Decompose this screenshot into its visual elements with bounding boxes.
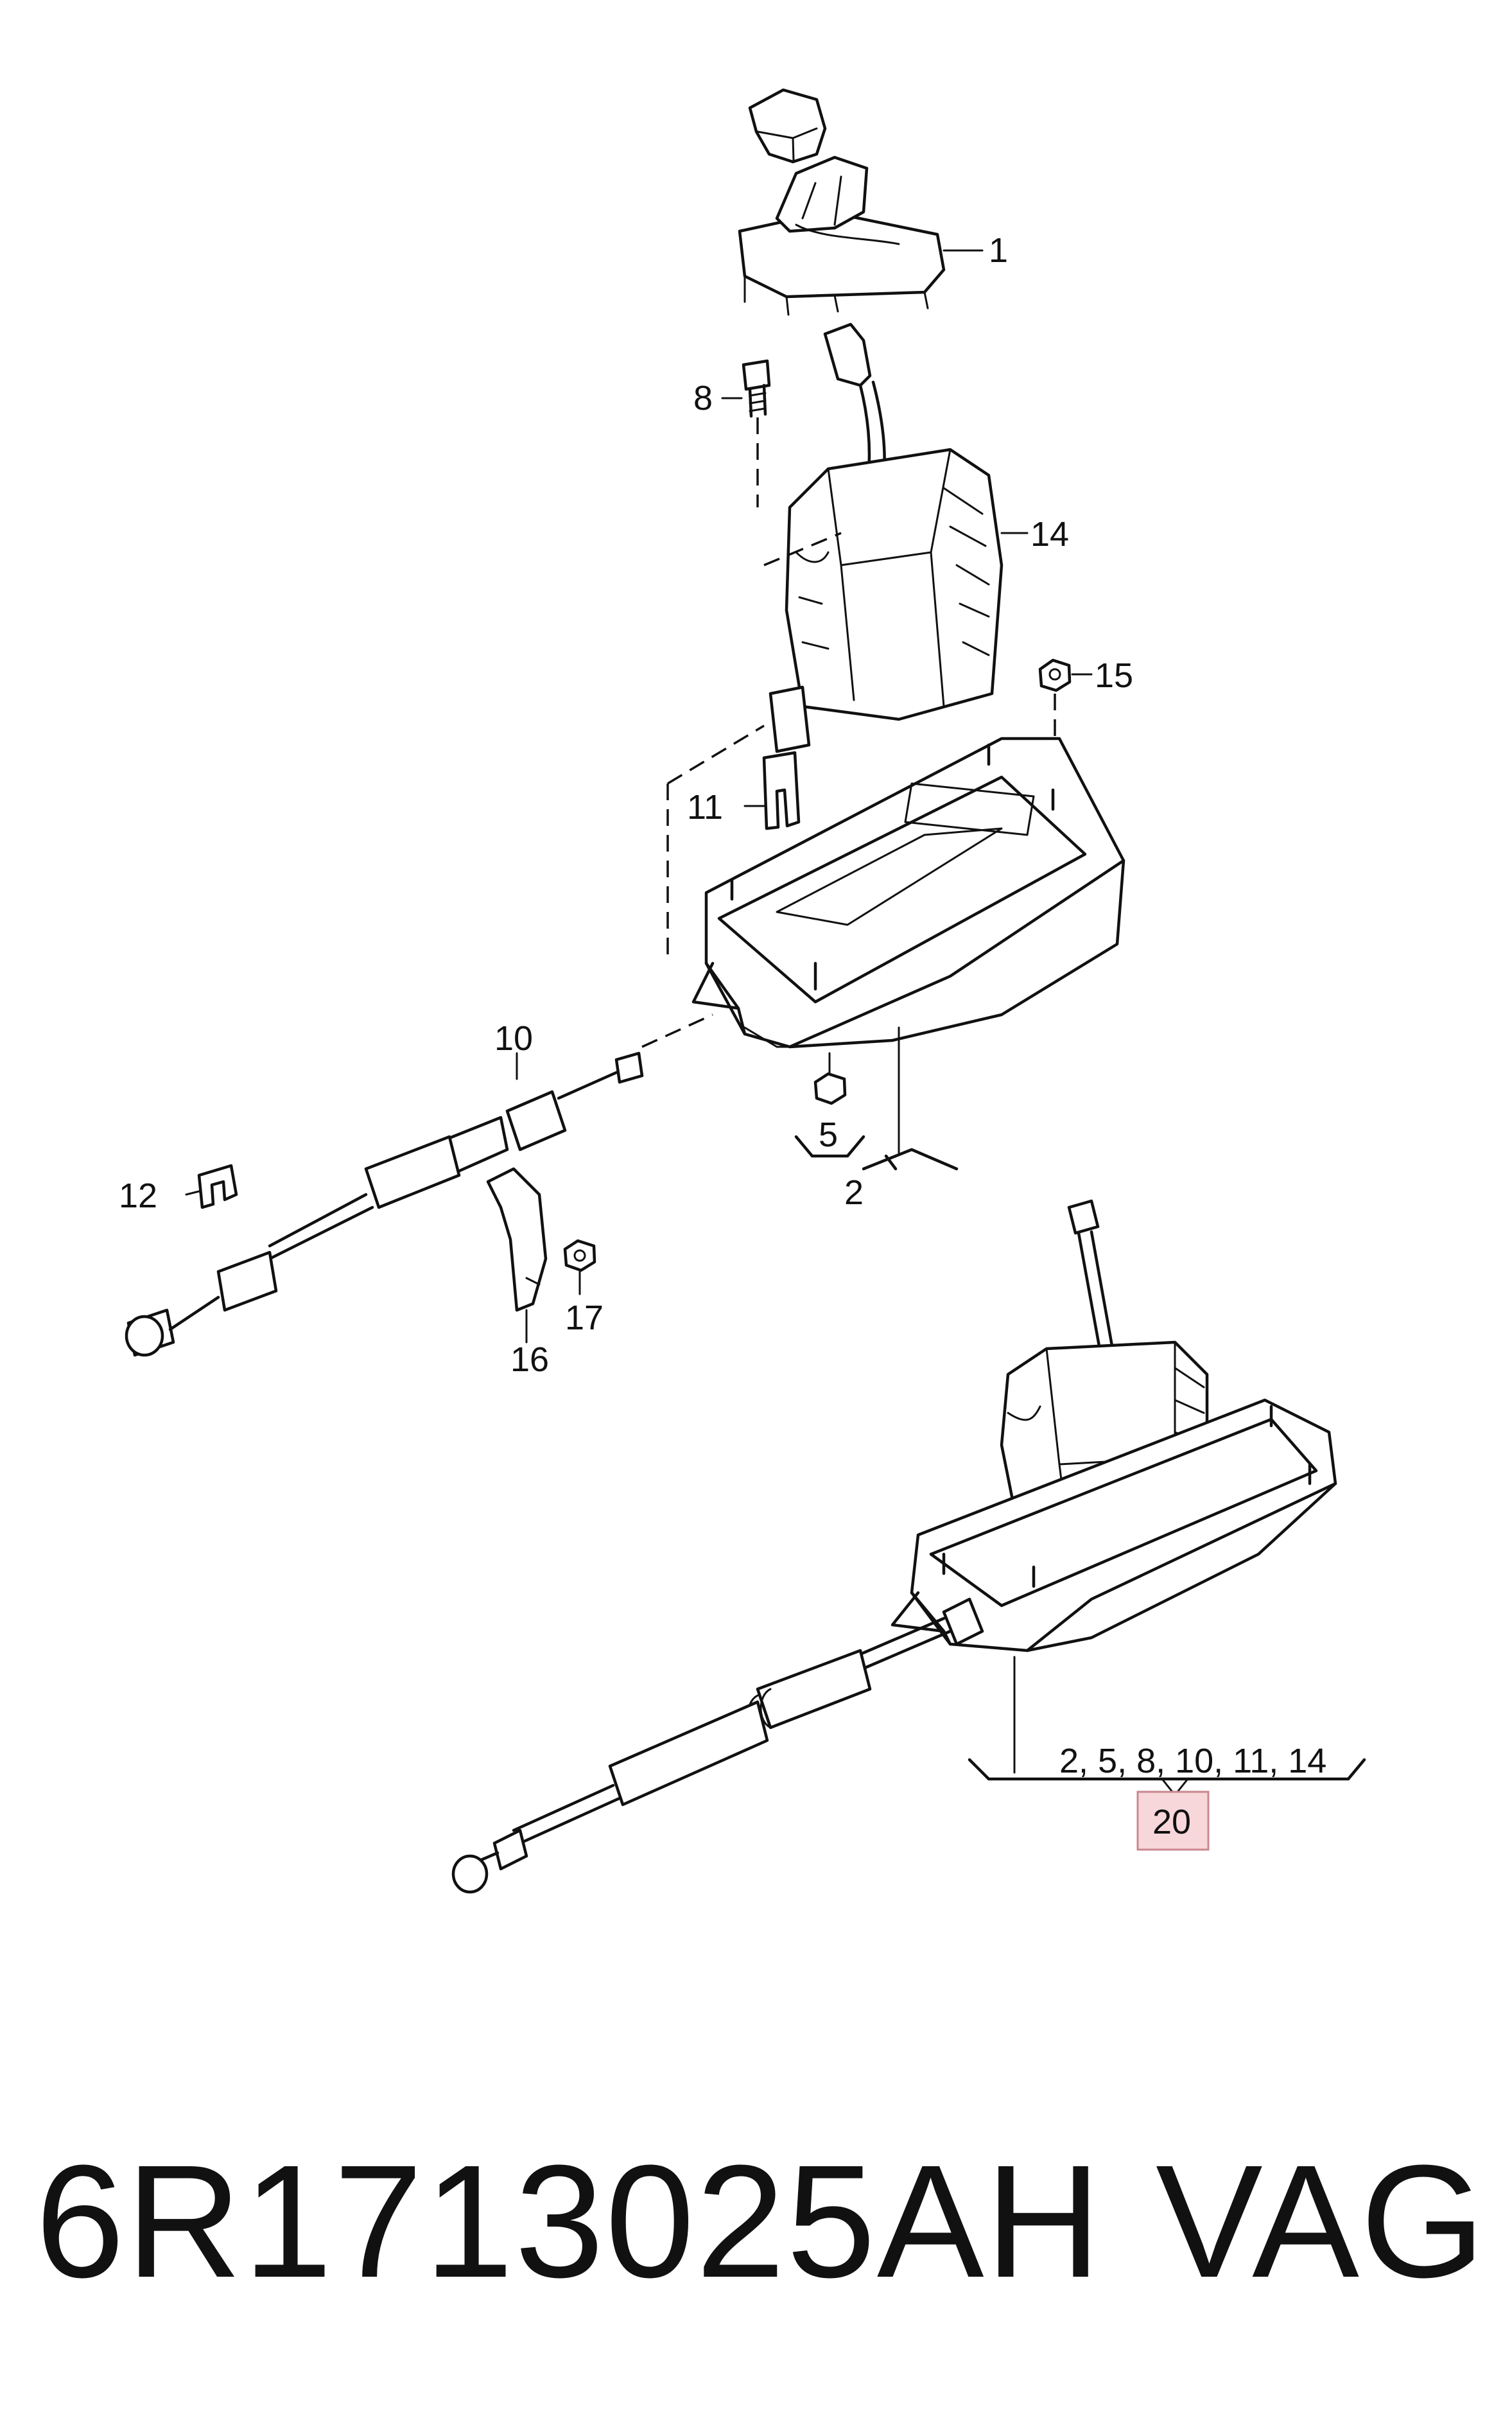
nut-5: [813, 1052, 847, 1105]
label-12: 12: [119, 1177, 157, 1215]
complete-assembly-20: [451, 1199, 1337, 1894]
part-number: 6R1713025AH: [35, 2132, 1102, 2311]
shift-mechanism-14: [763, 322, 1004, 753]
bracket-5: [794, 1135, 865, 1158]
bracket-16: [486, 1167, 548, 1344]
gear-knob-boot: [738, 88, 946, 316]
label-1: 1: [989, 231, 1008, 270]
brand: VAG: [1156, 2132, 1486, 2311]
highlight-box-20: [1136, 1791, 1210, 1851]
bolt-8: [742, 359, 771, 507]
label-15: 15: [1095, 656, 1133, 695]
nut-15: [1038, 658, 1072, 784]
label-16: 16: [510, 1340, 549, 1379]
label-14: 14: [1030, 515, 1069, 554]
bracket-2: [862, 1148, 959, 1171]
label-2: 2: [844, 1173, 864, 1212]
label-11: 11: [687, 788, 723, 827]
leader-lines: [516, 249, 1093, 1080]
nut-17: [563, 1239, 596, 1295]
callout-labels: 1 8 14 15 11 10 5 2 12 17 16 2, 5, 8, 10…: [119, 231, 1326, 1841]
clip-12: [185, 1164, 238, 1209]
label-17: 17: [565, 1299, 604, 1337]
label-10: 10: [494, 1019, 533, 1058]
assembly-list: 2, 5, 8, 10, 11, 14: [1059, 1742, 1326, 1780]
label-20: 20: [1152, 1803, 1191, 1841]
shift-cable-10: [125, 1013, 713, 1357]
housing-2: [691, 737, 1125, 1049]
label-5: 5: [819, 1116, 838, 1154]
clip-11: [666, 724, 801, 963]
label-8: 8: [693, 379, 713, 417]
